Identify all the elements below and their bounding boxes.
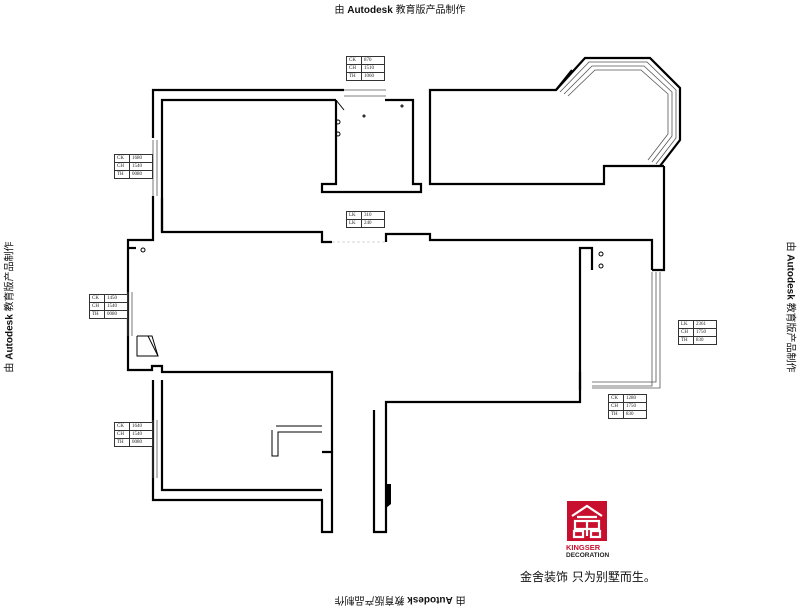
exterior-windows: [127, 89, 661, 478]
bay-window: [555, 56, 682, 167]
brand-name: KINGSER: [566, 543, 601, 552]
living-area-walls: [126, 166, 666, 534]
brand-slogan: 金舍装饰 只为别墅而生。: [520, 570, 656, 584]
kitchen-walls: [320, 69, 664, 194]
kingser-logo: [567, 501, 607, 541]
bedroom-upper-left-walls: [126, 88, 344, 290]
brand-subtitle: DECORATION: [566, 552, 610, 559]
fixtures: [136, 104, 604, 508]
watermark-top: 由 Autodesk 教育版产品制作: [334, 5, 466, 16]
bedroom-lower-left-walls: [151, 380, 334, 534]
